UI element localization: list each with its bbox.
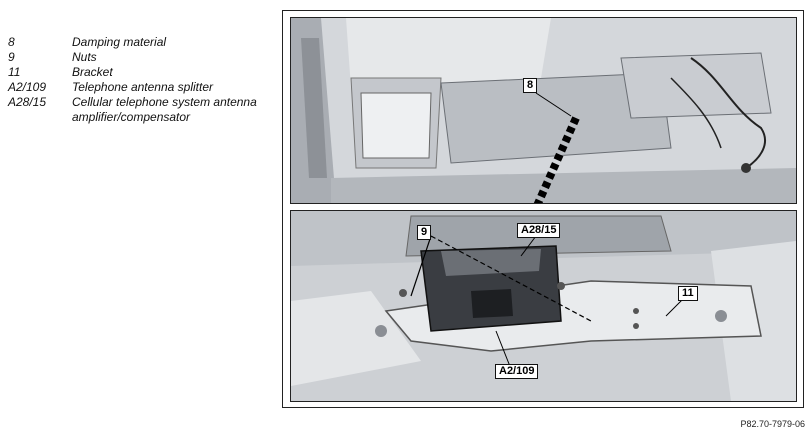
legend-code: A2/109 bbox=[8, 80, 47, 94]
legend-item: 8 Damping material bbox=[8, 35, 272, 50]
legend-desc: Damping material bbox=[72, 35, 167, 49]
overview-panel: 8 bbox=[290, 17, 797, 204]
legend-desc: Telephone antenna splitter bbox=[72, 80, 213, 94]
figure-reference: P82.70-7979-06 bbox=[740, 419, 805, 429]
legend-desc: Bracket bbox=[72, 65, 113, 79]
overview-drawing bbox=[291, 18, 796, 203]
callout-damping-material: 8 bbox=[523, 78, 538, 93]
callout-splitter: A2/109 bbox=[495, 364, 539, 379]
legend-code: 9 bbox=[8, 50, 15, 64]
legend-code: A28/15 bbox=[8, 95, 47, 109]
callout-bracket: 11 bbox=[678, 286, 698, 301]
legend-list: 8 Damping material 9 Nuts 11 Bracket A2/… bbox=[8, 35, 272, 125]
callout-amplifier: A28/15 bbox=[517, 223, 561, 238]
legend-item: 9 Nuts bbox=[8, 50, 272, 65]
legend-desc: Cellular telephone system antenna amplif… bbox=[72, 95, 257, 124]
legend-item: 11 Bracket bbox=[8, 65, 272, 80]
legend-item: A28/15 Cellular telephone system antenna… bbox=[8, 95, 272, 125]
detail-drawing bbox=[291, 211, 796, 401]
legend-code: 8 bbox=[8, 35, 15, 49]
legend-code: 11 bbox=[8, 65, 21, 79]
legend-desc: Nuts bbox=[72, 50, 97, 64]
legend-item: A2/109 Telephone antenna splitter bbox=[8, 80, 272, 95]
detail-panel: 9 A28/15 11 A2/109 bbox=[290, 210, 797, 402]
callout-nuts: 9 bbox=[417, 225, 432, 240]
illustration-frame: 8 9 A28/15 11 A2/109 bbox=[282, 10, 804, 408]
